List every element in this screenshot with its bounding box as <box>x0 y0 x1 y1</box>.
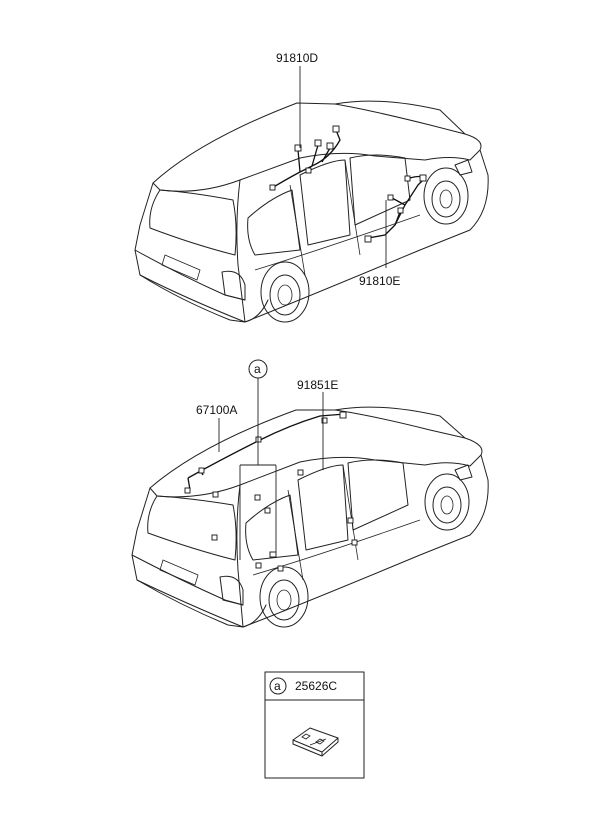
roof-harness-91810D <box>269 125 341 191</box>
top-rear-wheel <box>260 261 310 323</box>
part-25626C-illustration <box>292 727 339 757</box>
top-front-wheel <box>423 167 469 225</box>
legend-callout-circle <box>269 677 287 695</box>
label-91810D: 91810D <box>276 51 318 65</box>
legend-callout-letter: a <box>274 679 281 693</box>
bottom-front-wheel <box>424 473 470 531</box>
legend-box <box>264 671 365 779</box>
door-harness-91810E <box>364 174 427 243</box>
callout-a-letter: a <box>254 362 261 376</box>
roof-harness-67100A <box>184 411 358 572</box>
callout-a-bracket <box>239 378 277 560</box>
legend-part-number: 25626C <box>295 679 337 693</box>
label-91851E: 91851E <box>297 378 338 392</box>
top-van-illustration <box>134 66 489 323</box>
bottom-rear-wheel <box>259 566 309 628</box>
label-67100A: 67100A <box>196 403 237 417</box>
label-91810E: 91810E <box>359 274 400 288</box>
callout-a-circle <box>248 359 268 379</box>
bottom-van-illustration <box>131 359 489 628</box>
